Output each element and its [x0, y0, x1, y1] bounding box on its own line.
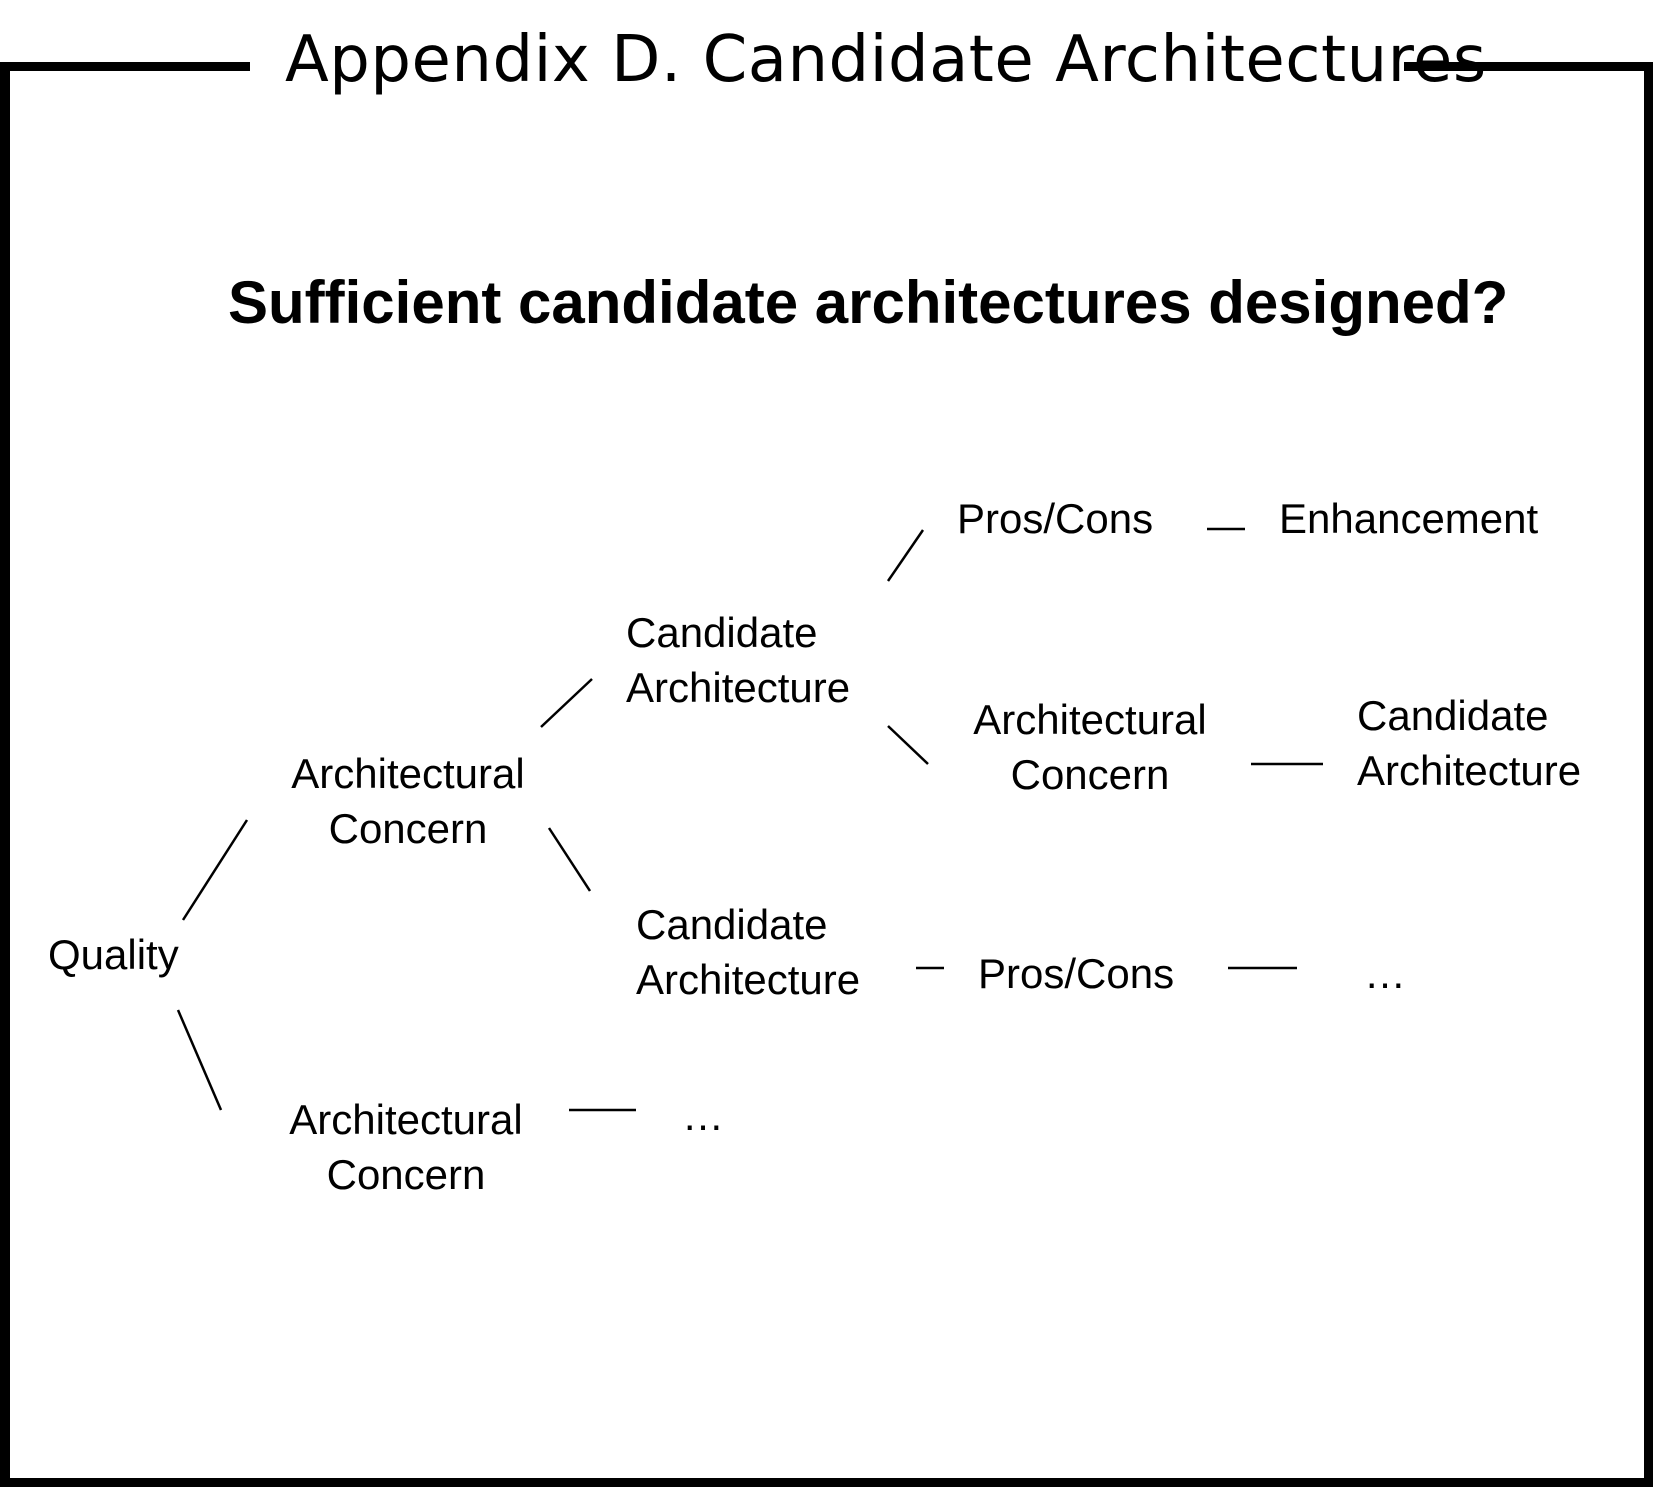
node-quality: Quality — [48, 927, 179, 982]
edge-candidate-a-concern-c — [887, 725, 929, 765]
node-concern-a-line1: Architectural — [291, 750, 525, 797]
frame-right — [1644, 62, 1653, 1487]
node-quality-label: Quality — [48, 931, 179, 978]
node-ellipsis-b: … — [1364, 946, 1406, 1001]
edge-concern-a-candidate-b — [547, 827, 592, 892]
node-concern-c-line1: Architectural — [973, 696, 1207, 743]
node-pros-cons-b: Pros/Cons — [978, 946, 1174, 1001]
node-enhancement-label: Enhancement — [1279, 495, 1539, 542]
node-pros-cons-a-label: Pros/Cons — [957, 495, 1154, 542]
node-ellipsis-concern-b-label: … — [682, 1092, 724, 1139]
node-concern-a: Architectural Concern — [268, 746, 548, 856]
edge-concern-a-candidate-a — [540, 678, 593, 728]
node-candidate-c-line1: Candidate — [1357, 692, 1549, 739]
node-candidate-a-line2: Architecture — [626, 664, 851, 711]
edge-quality-concern-b — [176, 1009, 223, 1111]
diagram-heading: Sufficient candidate architectures desig… — [228, 269, 1509, 336]
frame-left — [0, 62, 10, 1487]
node-ellipsis-b-label: … — [1364, 950, 1406, 997]
node-concern-b: Architectural Concern — [266, 1092, 546, 1202]
page-title: Appendix D. Candidate Architectures — [285, 23, 1487, 97]
frame-top-left — [0, 62, 250, 71]
node-candidate-b-line2: Architecture — [636, 956, 861, 1003]
frame-top-right — [1404, 62, 1653, 71]
node-candidate-b-line1: Candidate — [636, 901, 828, 948]
edge-candidate-a-pros-cons — [886, 529, 925, 582]
node-candidate-a-line1: Candidate — [626, 609, 818, 656]
node-pros-cons-a: Pros/Cons — [957, 491, 1153, 546]
node-concern-b-line2: Concern — [326, 1151, 486, 1198]
node-candidate-c: Candidate Architecture — [1357, 688, 1581, 798]
edge-quality-concern-a — [181, 819, 249, 921]
node-concern-c: Architectural Concern — [950, 692, 1230, 802]
node-concern-b-line1: Architectural — [289, 1096, 523, 1143]
node-candidate-b: Candidate Architecture — [636, 897, 860, 1007]
node-candidate-a: Candidate Architecture — [626, 605, 850, 715]
node-concern-a-line2: Concern — [328, 805, 488, 852]
frame-bottom — [0, 1478, 1653, 1487]
node-candidate-c-line2: Architecture — [1357, 747, 1582, 794]
node-ellipsis-concern-b: … — [682, 1088, 724, 1143]
node-pros-cons-b-label: Pros/Cons — [978, 950, 1175, 997]
node-concern-c-line2: Concern — [1010, 751, 1170, 798]
node-enhancement: Enhancement — [1279, 491, 1538, 546]
